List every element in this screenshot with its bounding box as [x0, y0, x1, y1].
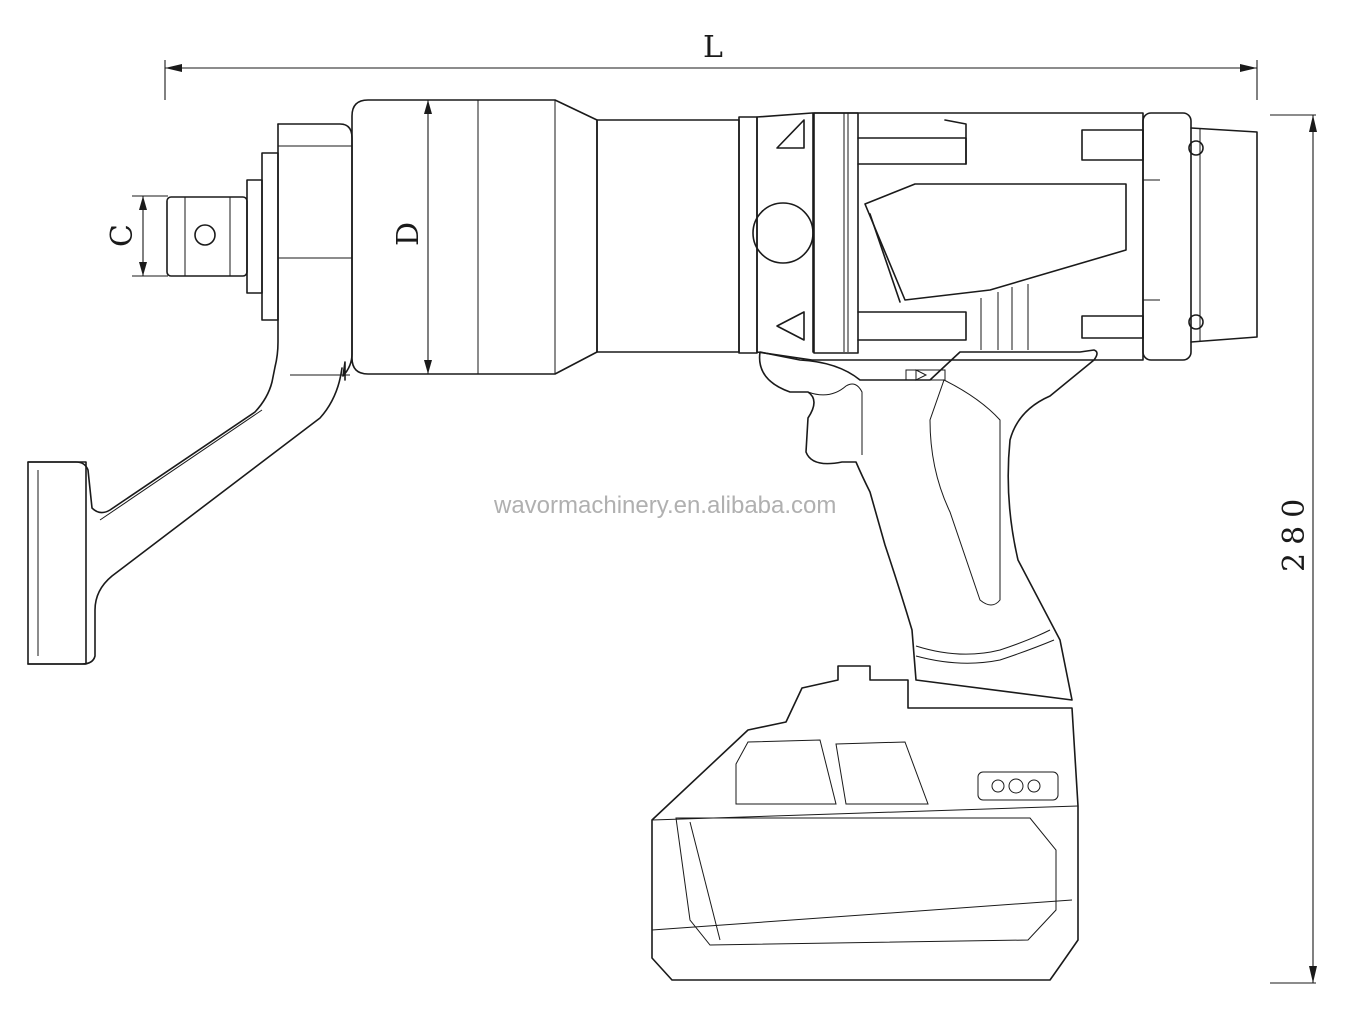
dimension-c: C: [105, 195, 168, 277]
dimension-height-label: 280: [1277, 491, 1312, 572]
motor-housing: [738, 112, 1258, 361]
dimension-l-label: L: [703, 30, 723, 65]
dimension-c-label: C: [105, 224, 140, 247]
battery-pack: [651, 665, 1079, 981]
dimension-d: D: [391, 100, 432, 374]
square-drive: [166, 152, 279, 321]
dimension-height: 280: [1270, 114, 1317, 984]
dimension-d-label: D: [391, 222, 426, 246]
watermark-text: wavormachinery.en.alibaba.com: [493, 492, 836, 519]
dimension-l: L: [164, 30, 1258, 100]
handle: [758, 349, 1098, 701]
reaction-arm: [27, 123, 353, 665]
gear-head: [351, 99, 740, 375]
